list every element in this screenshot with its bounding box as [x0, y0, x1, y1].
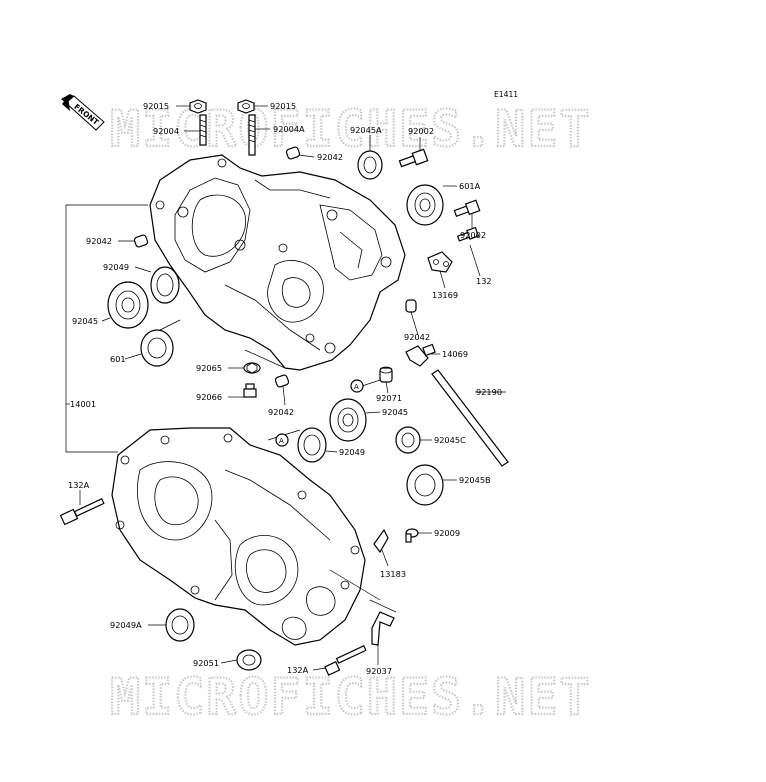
label-132A-left: 132A [68, 480, 90, 490]
label-92051: 92051 [193, 658, 219, 668]
bearing-92045 [107, 281, 149, 329]
label-601: 601 [110, 354, 126, 364]
label-92045C: 92045C [434, 435, 466, 445]
label-92042-right: 92042 [404, 332, 430, 342]
label-92042-center: 92042 [268, 407, 294, 417]
label-92015-right: 92015 [270, 101, 296, 111]
label-14001: 14001 [70, 399, 96, 409]
bracket-13183 [373, 528, 389, 554]
upper-crankcase [149, 154, 406, 371]
seal-92049A [165, 608, 195, 642]
dowel-92042-top [285, 146, 301, 160]
label-601A: 601A [459, 181, 481, 191]
bolt-92002-right [453, 199, 481, 217]
label-13169: 13169 [432, 290, 458, 300]
lower-crankcase [111, 427, 366, 646]
leader-lines [79, 105, 506, 671]
label-13183: 13183 [380, 569, 406, 579]
bearing-601A [406, 184, 444, 226]
label-14069: 14069 [442, 349, 468, 359]
ref-a-lower-label: A [279, 437, 284, 445]
watermark-bottom: MICROFICHES.NET [110, 668, 592, 726]
stud-92004 [199, 114, 207, 146]
label-92071: 92071 [376, 393, 402, 403]
label-92049A: 92049A [110, 620, 142, 630]
plate-13169 [427, 251, 453, 273]
front-label: FRONT [72, 102, 101, 127]
label-92045: 92045 [72, 316, 98, 326]
guide-92037 [371, 611, 395, 646]
bolt-132 [456, 226, 480, 242]
seal-92051 [236, 649, 262, 671]
label-92190: 92190 [476, 387, 502, 397]
diagram-code: E1411 [494, 90, 518, 99]
bolt-132A-bottom [324, 645, 367, 676]
bolt-92002-top [398, 148, 429, 168]
bearing-92045-lower [329, 398, 367, 442]
bearing-92045B [406, 464, 444, 506]
screw-92009 [405, 528, 419, 543]
label-92045A: 92045A [350, 125, 382, 135]
ref-a-upper-label: A [354, 383, 359, 391]
plug-92065 [243, 362, 261, 374]
dowel-92042-center [274, 374, 290, 388]
label-92004: 92004 [153, 126, 179, 136]
hose-92190 [431, 369, 509, 467]
seal-92049 [150, 266, 180, 304]
label-92004A: 92004A [273, 124, 305, 134]
ref-circle-a-upper: A [350, 379, 364, 393]
label-132A-bottom: 132A [287, 665, 309, 675]
watermark-top: MICROFICHES.NET [110, 100, 592, 158]
label-92045-lower: 92045 [382, 407, 408, 417]
dowel-92042-right [405, 299, 417, 313]
label-132: 132 [476, 276, 492, 286]
part-labels: 92015 92015 92004 92004A 92045A 92002 92… [68, 101, 502, 676]
dowel-92042-left [133, 234, 149, 248]
bearing-92045A [357, 150, 383, 180]
plug-92066 [243, 383, 257, 398]
label-92037: 92037 [366, 666, 392, 676]
label-92002-right: 92002 [460, 230, 486, 240]
label-92049: 92049 [103, 262, 129, 272]
stud-92004A [248, 114, 256, 156]
label-92045B: 92045B [459, 475, 491, 485]
label-92042-left: 92042 [86, 236, 112, 246]
bolt-132A-left [59, 498, 105, 526]
ref-circle-a-lower: A [275, 433, 289, 447]
collar-92071 [379, 366, 393, 383]
label-92009: 92009 [434, 528, 460, 538]
label-92015-left: 92015 [143, 101, 169, 111]
seal-92049-lower [297, 427, 327, 463]
nut-92015-right [237, 99, 255, 114]
front-arrow-icon: FRONT [61, 94, 105, 131]
label-92002-top: 92002 [408, 126, 434, 136]
bracket-14001 [65, 204, 148, 453]
label-92042-top: 92042 [317, 152, 343, 162]
label-92049-lower: 92049 [339, 447, 365, 457]
label-92065: 92065 [196, 363, 222, 373]
bearing-92045C [395, 426, 421, 454]
fitting-14069 [405, 343, 436, 367]
label-92066: 92066 [196, 392, 222, 402]
nut-92015-left [189, 99, 207, 114]
bearing-601 [140, 329, 174, 367]
